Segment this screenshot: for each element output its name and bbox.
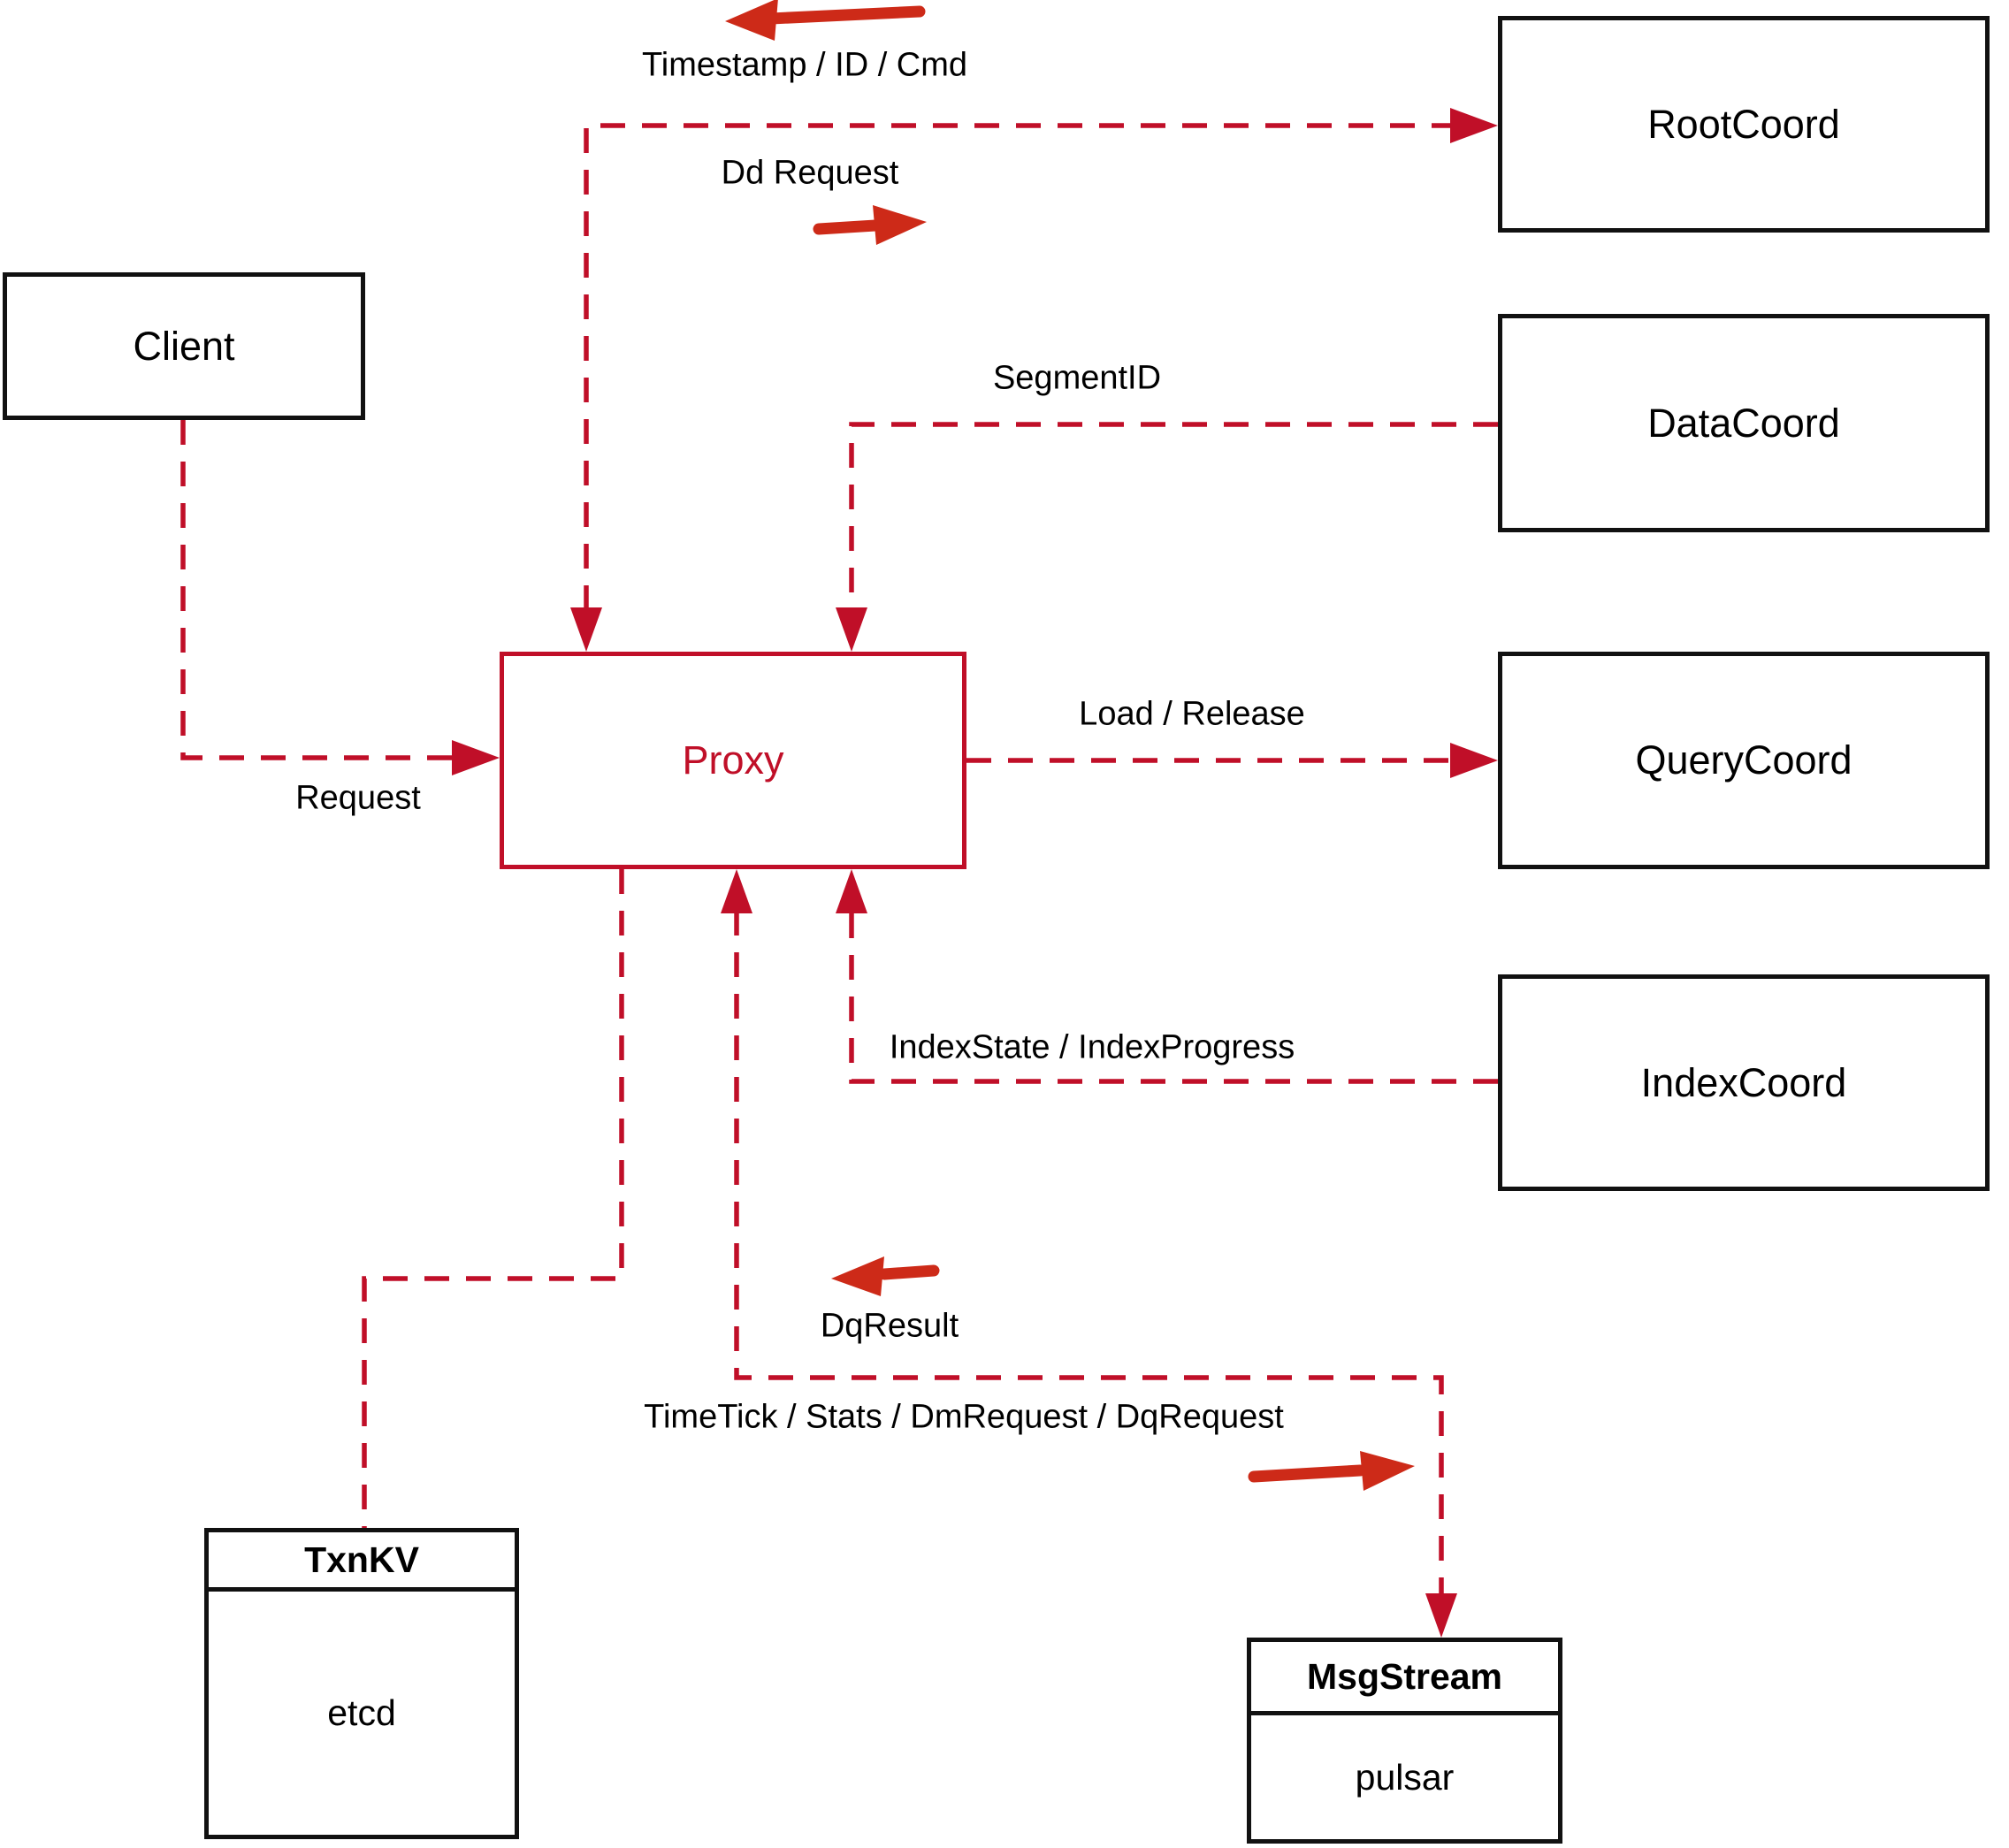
dq-result-left-arrow-icon xyxy=(831,1256,940,1296)
dd-request-right-arrow-icon xyxy=(813,205,927,245)
node-txnkv: TxnKV etcd xyxy=(204,1528,519,1839)
edge-label-segment-id: SegmentID xyxy=(992,359,1162,397)
arrowhead-right-into-proxy xyxy=(452,740,500,775)
node-indexcoord: IndexCoord xyxy=(1498,974,1990,1191)
node-querycoord-label: QueryCoord xyxy=(1635,737,1852,783)
arrowhead-up-into-proxy-bottom-right xyxy=(836,869,867,913)
edge-datacoord-proxy xyxy=(849,422,1498,610)
edge-indexcoord-proxy xyxy=(849,911,1498,1084)
time-tick-right-arrow-icon xyxy=(1248,1451,1415,1491)
arrowhead-right-into-querycoord xyxy=(1450,743,1498,778)
node-rootcoord-label: RootCoord xyxy=(1647,101,1840,147)
node-msgstream-impl: pulsar xyxy=(1355,1756,1455,1798)
edge-label-timestamp: Timestamp / ID / Cmd xyxy=(641,46,968,84)
node-querycoord: QueryCoord xyxy=(1498,652,1990,869)
node-msgstream-title: MsgStream xyxy=(1251,1642,1558,1715)
edge-proxy-txnkv xyxy=(362,869,624,1528)
node-client: Client xyxy=(3,272,365,420)
node-datacoord-label: DataCoord xyxy=(1647,400,1840,446)
edge-label-index-state: IndexState / IndexProgress xyxy=(889,1028,1295,1066)
edge-label-request: Request xyxy=(295,779,421,817)
node-proxy: Proxy xyxy=(500,652,966,869)
node-rootcoord: RootCoord xyxy=(1498,16,1990,233)
arrowhead-down-into-proxy-left xyxy=(570,607,602,652)
node-proxy-label: Proxy xyxy=(682,737,784,783)
edge-label-dd-request: Dd Request xyxy=(721,154,899,192)
node-txnkv-impl: etcd xyxy=(327,1692,396,1733)
edge-client-proxy xyxy=(180,420,454,760)
arrowhead-down-into-proxy-right xyxy=(836,607,867,652)
node-datacoord: DataCoord xyxy=(1498,314,1990,532)
node-client-label: Client xyxy=(133,323,235,369)
arrowhead-down-into-msgstream xyxy=(1425,1593,1457,1638)
edge-label-dq-result: DqResult xyxy=(820,1307,959,1345)
node-indexcoord-label: IndexCoord xyxy=(1640,1059,1847,1105)
edge-label-time-tick: TimeTick / Stats / DmRequest / DqRequest xyxy=(644,1398,1284,1436)
arrowhead-up-into-proxy-bottom-left xyxy=(721,869,752,913)
node-txnkv-title: TxnKV xyxy=(209,1532,515,1592)
edge-proxy-msgstream xyxy=(734,911,1444,1593)
node-msgstream: MsgStream pulsar xyxy=(1247,1638,1562,1844)
edge-label-load-release: Load / Release xyxy=(1079,695,1305,733)
timestamp-left-arrow-icon xyxy=(725,0,926,41)
edge-proxy-rootcoord xyxy=(584,123,1452,610)
arrowhead-right-into-rootcoord xyxy=(1450,108,1498,143)
